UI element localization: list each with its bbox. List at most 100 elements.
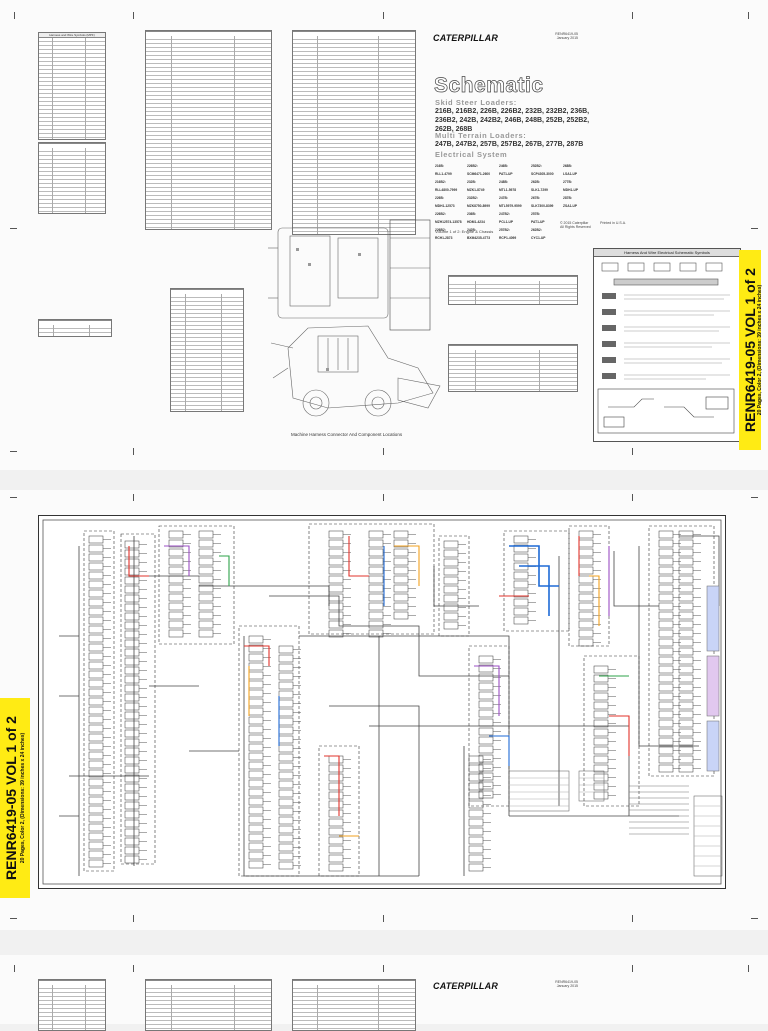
serial-entry: MTL5979-9599 [499,204,522,208]
symbol-table-1: Harness and Wire Symbols (MPF) [38,32,106,140]
connector-block [678,566,694,575]
connector-block [124,819,140,828]
serial-entry: RCH1-2873 [435,236,453,240]
serial-entry: PCL1-UP [499,220,514,224]
connector-block [578,584,594,593]
connector-block [198,539,214,548]
connector-block [578,638,594,647]
connector-block [468,800,484,809]
connector-block [278,735,294,744]
table-rows [39,148,105,213]
symbols-title: Harness And Wire Electrical Schematic Sy… [594,249,740,257]
connector-block [443,576,459,585]
connector-block [198,557,214,566]
connector-block [513,580,529,589]
connector-block [278,681,294,690]
connector-block [124,567,140,576]
table-rows [449,281,577,304]
mtl-heading: Multi Terrain Loaders: [435,131,527,140]
page-title: Schematic [434,74,544,98]
connector-block [278,672,294,681]
connector-block [578,539,594,548]
connector-block [248,689,264,698]
connector-block [658,575,674,584]
connector-block [88,535,104,544]
connector-block [393,566,409,575]
connector-block [658,737,674,746]
connector-block [198,593,214,602]
connector-block [124,711,140,720]
connector-block [658,755,674,764]
connector-block [278,789,294,798]
connector-block [678,719,694,728]
serial-entry: 262B: [531,180,540,184]
connector-block [393,611,409,620]
connector-table [292,30,416,235]
crop-mark [632,448,633,455]
connector-block [328,809,344,818]
connector-block [678,665,694,674]
connector-block [328,800,344,809]
serial-entry: 277B: [563,180,572,184]
connector-block [124,585,140,594]
connector-block [248,833,264,842]
serial-entry: CYC1-UP [531,236,546,240]
connector-block [468,836,484,845]
crop-mark [10,451,17,452]
serial-entry: 236B: [467,212,476,216]
connector-block [368,620,384,629]
connector-block [124,657,140,666]
connector-block [278,744,294,753]
serial-entry: 252B2: [531,164,542,168]
table-rows [449,350,577,391]
connector-block [658,566,674,575]
connector-block [278,780,294,789]
connector-block [248,815,264,824]
model-line: 236B2, 242B, 242B2, 246B, 248B, 252B, 25… [435,117,590,124]
connector-block [393,593,409,602]
connector-block [248,743,264,752]
volume-banner-left [0,698,30,898]
connector-block [368,539,384,548]
connector-block [393,602,409,611]
connector-block [328,755,344,764]
connector-block [678,656,694,665]
volume-banner-right [739,250,761,450]
connector-block [658,593,674,602]
connector-block [168,575,184,584]
connector-block [593,710,609,719]
connector-block [124,792,140,801]
connector-block [658,620,674,629]
connector-block [328,557,344,566]
connector-block [248,680,264,689]
connector-block [124,693,140,702]
connector-block [678,647,694,656]
connector-block [328,602,344,611]
connector-block [658,647,674,656]
connector-block [368,584,384,593]
serial-entry [563,212,593,216]
connector-block [88,661,104,670]
connector-block [658,539,674,548]
connector-block [168,629,184,638]
connector-block [278,654,294,663]
connector-block [513,616,529,625]
table-header [146,31,271,32]
connector-block [168,602,184,611]
connector-block [124,738,140,747]
connector-block [578,548,594,557]
connector-block [578,575,594,584]
connector-block [124,594,140,603]
connector-block [328,791,344,800]
connector-block [513,571,529,580]
connector-block [678,584,694,593]
bottom-table-1 [38,979,106,1031]
connector-block [578,557,594,566]
crop-mark [751,228,758,229]
location-table [170,288,244,412]
connector-block [88,562,104,571]
table-rows [146,36,271,229]
serial-entry: PAT1-UP [531,220,545,224]
serial-entry: 248B: [499,180,508,184]
connector-block [88,670,104,679]
